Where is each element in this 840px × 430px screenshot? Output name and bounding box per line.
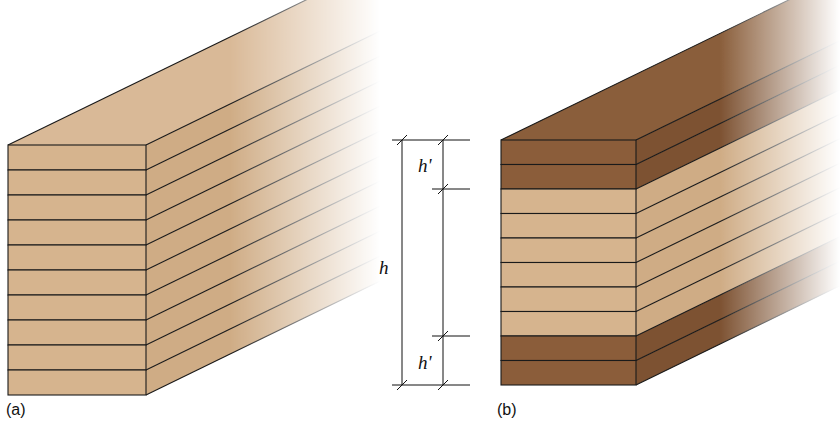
dimension-label: h' bbox=[418, 353, 432, 372]
lamination-edge bbox=[146, 99, 446, 245]
subfigure-label: (b) bbox=[497, 402, 517, 418]
lamination bbox=[501, 361, 636, 386]
lamination-edge bbox=[146, 124, 446, 270]
lamination bbox=[8, 170, 146, 195]
top-edge bbox=[8, 0, 308, 145]
lamination-edge bbox=[146, 174, 446, 320]
lamination-edge bbox=[146, 149, 446, 295]
lamination-edge bbox=[146, 224, 446, 370]
lamination bbox=[501, 263, 636, 288]
dimension-lines bbox=[392, 135, 470, 390]
beam-a-front bbox=[8, 145, 146, 395]
lamination bbox=[8, 145, 146, 170]
lamination bbox=[501, 287, 636, 312]
lamination-edge bbox=[146, 249, 446, 395]
dimension-label: h bbox=[379, 258, 389, 277]
side-lamination bbox=[146, 224, 446, 395]
beam-b-front bbox=[501, 140, 636, 385]
beam-a-depth bbox=[8, 0, 446, 395]
lamination-edge bbox=[636, 239, 840, 385]
side-lamination bbox=[146, 199, 446, 370]
lamination-edge bbox=[636, 43, 840, 189]
lamination-edge bbox=[636, 141, 840, 287]
lamination-edge bbox=[146, 74, 446, 220]
lamination bbox=[501, 336, 636, 361]
lamination bbox=[8, 295, 146, 320]
lamination-edge bbox=[636, 190, 840, 336]
lamination-edge bbox=[636, 68, 840, 214]
side-lamination bbox=[636, 215, 840, 386]
lamination-edge bbox=[636, 117, 840, 263]
dimension-label: h' bbox=[418, 156, 432, 175]
lamination bbox=[501, 189, 636, 214]
lamination bbox=[8, 220, 146, 245]
lamination bbox=[501, 214, 636, 239]
lamination bbox=[501, 312, 636, 337]
lamination-edge bbox=[636, 0, 840, 140]
lamination-edge bbox=[636, 166, 840, 312]
lamination bbox=[8, 245, 146, 270]
lamination-edge bbox=[636, 215, 840, 361]
lamination bbox=[501, 238, 636, 263]
lamination bbox=[8, 345, 146, 370]
lamination-edge bbox=[146, 24, 446, 170]
lamination-edge bbox=[146, 49, 446, 195]
top-edge bbox=[501, 0, 801, 140]
lamination-edge bbox=[146, 0, 446, 145]
lamination bbox=[8, 270, 146, 295]
lamination-edge bbox=[146, 199, 446, 345]
lamination bbox=[501, 140, 636, 165]
lamination bbox=[501, 165, 636, 190]
lamination bbox=[8, 320, 146, 345]
lamination-edge bbox=[636, 19, 840, 165]
beam-b-depth bbox=[501, 0, 840, 385]
subfigure-label: (a) bbox=[6, 402, 26, 418]
lamination-edge bbox=[636, 92, 840, 238]
lamination bbox=[8, 195, 146, 220]
lamination bbox=[8, 370, 146, 395]
